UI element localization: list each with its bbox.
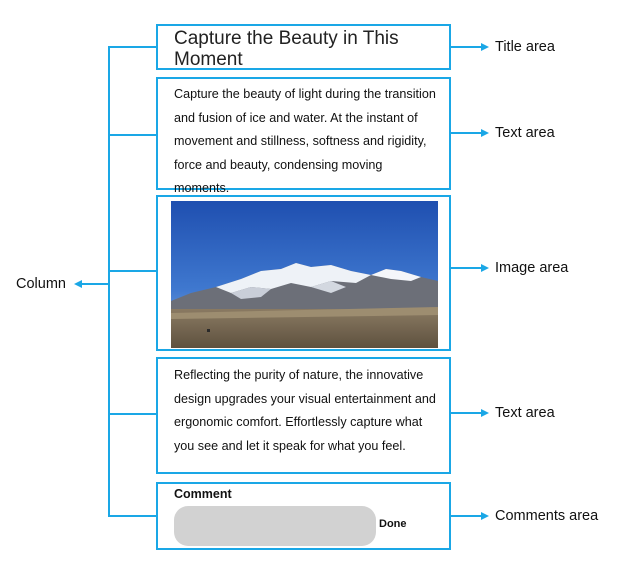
text-area-label: Text area (495, 125, 555, 141)
comment-input[interactable] (174, 506, 376, 546)
done-button[interactable]: Done (379, 518, 407, 530)
comments-area: Comment Done (156, 482, 451, 550)
column-bracket (108, 46, 156, 517)
image-area (156, 195, 451, 351)
text1-arrow-head (481, 129, 489, 137)
image-area-label: Image area (495, 260, 569, 276)
text-area-2-content: Reflecting the purity of nature, the inn… (174, 368, 436, 453)
title-arrow-head (481, 43, 489, 51)
comments-arrow-head (481, 512, 489, 520)
text-area-1: Capture the beauty of light during the t… (156, 77, 451, 195)
title-area-label: Title area (495, 39, 555, 55)
mountain-photo (171, 201, 438, 348)
column-label: Column (16, 276, 66, 292)
image-arrow-head (481, 264, 489, 272)
column-arrow-head (74, 280, 82, 288)
page-title: Capture the Beauty in This Moment (174, 28, 399, 70)
comments-area-label: Comments area (495, 508, 599, 524)
text2-arrow-head (481, 409, 489, 417)
title-area: Capture the Beauty in This Moment (156, 24, 451, 70)
text-area-2-label: Text area (495, 405, 555, 421)
text-area-1-content: Capture the beauty of light during the t… (174, 87, 436, 195)
text-area-2: Reflecting the purity of nature, the inn… (156, 357, 451, 474)
comment-label: Comment (174, 487, 232, 501)
